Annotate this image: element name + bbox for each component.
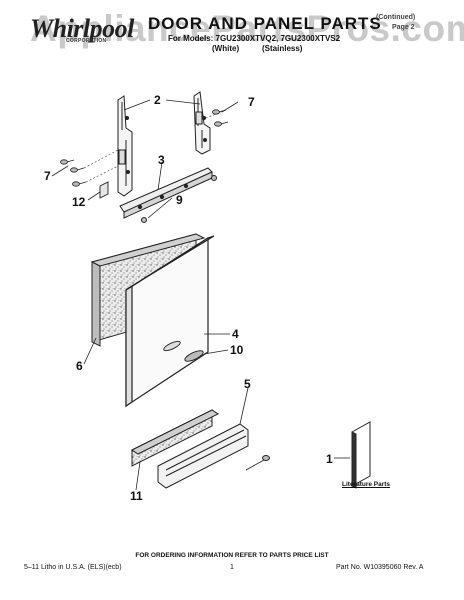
literature-book-icon [351, 421, 371, 489]
corner-note-line1: (Continued) [376, 14, 416, 21]
hinge-bracket-right [193, 91, 211, 155]
footer-part-number: Part No. W10395060 Rev. A [336, 564, 424, 571]
finish-white-label: (White) [212, 44, 240, 53]
callout-10: 10 [230, 343, 244, 357]
finish-stainless-label: (Stainless) [262, 44, 303, 53]
screw-guide-lines [83, 109, 227, 183]
footer-ordering-info: FOR ORDERING INFORMATION REFER TO PARTS … [135, 552, 329, 559]
toe-panel-foam [131, 409, 219, 467]
footer-litho: 5–11 Litho in U.S.A. (ELS)(ecb) [24, 564, 122, 571]
callout-12: 12 [72, 195, 86, 209]
door-clip [99, 181, 109, 199]
brand-logo: Whirlpool [30, 14, 134, 43]
outer-door-panel [125, 235, 215, 408]
literature-parts-label: Literature Parts [342, 481, 391, 488]
toe-panel [157, 423, 270, 489]
callout-5: 5 [244, 377, 251, 391]
callout-4: 4 [232, 327, 239, 341]
footer-page-number: 1 [230, 564, 234, 571]
models-line: For Models: 7GU2300XTVQ2, 7GU2300XTVS2 [168, 34, 341, 43]
handle-insert [163, 340, 204, 362]
watermark: AppliancePartsPros.com [30, 8, 464, 49]
callout-11: 11 [130, 489, 143, 503]
callout-2: 2 [154, 93, 161, 107]
page-title: DOOR AND PANEL PARTS [148, 14, 382, 33]
callout-3: 3 [158, 153, 165, 167]
brand-subtext: CORPORATION [66, 38, 107, 44]
callout-1: 1 [326, 452, 333, 466]
callout-leader-lines [51, 99, 350, 491]
latch-rail [119, 167, 217, 223]
corner-note-line2: Page 2 [392, 24, 415, 31]
callout-7-left: 7 [44, 169, 51, 183]
screws-upper-right [212, 109, 229, 127]
hinge-bracket-left [117, 95, 133, 197]
callout-9: 9 [176, 193, 183, 207]
callout-7-right: 7 [248, 95, 255, 109]
screws-left [60, 159, 87, 187]
callout-6: 6 [76, 359, 83, 373]
